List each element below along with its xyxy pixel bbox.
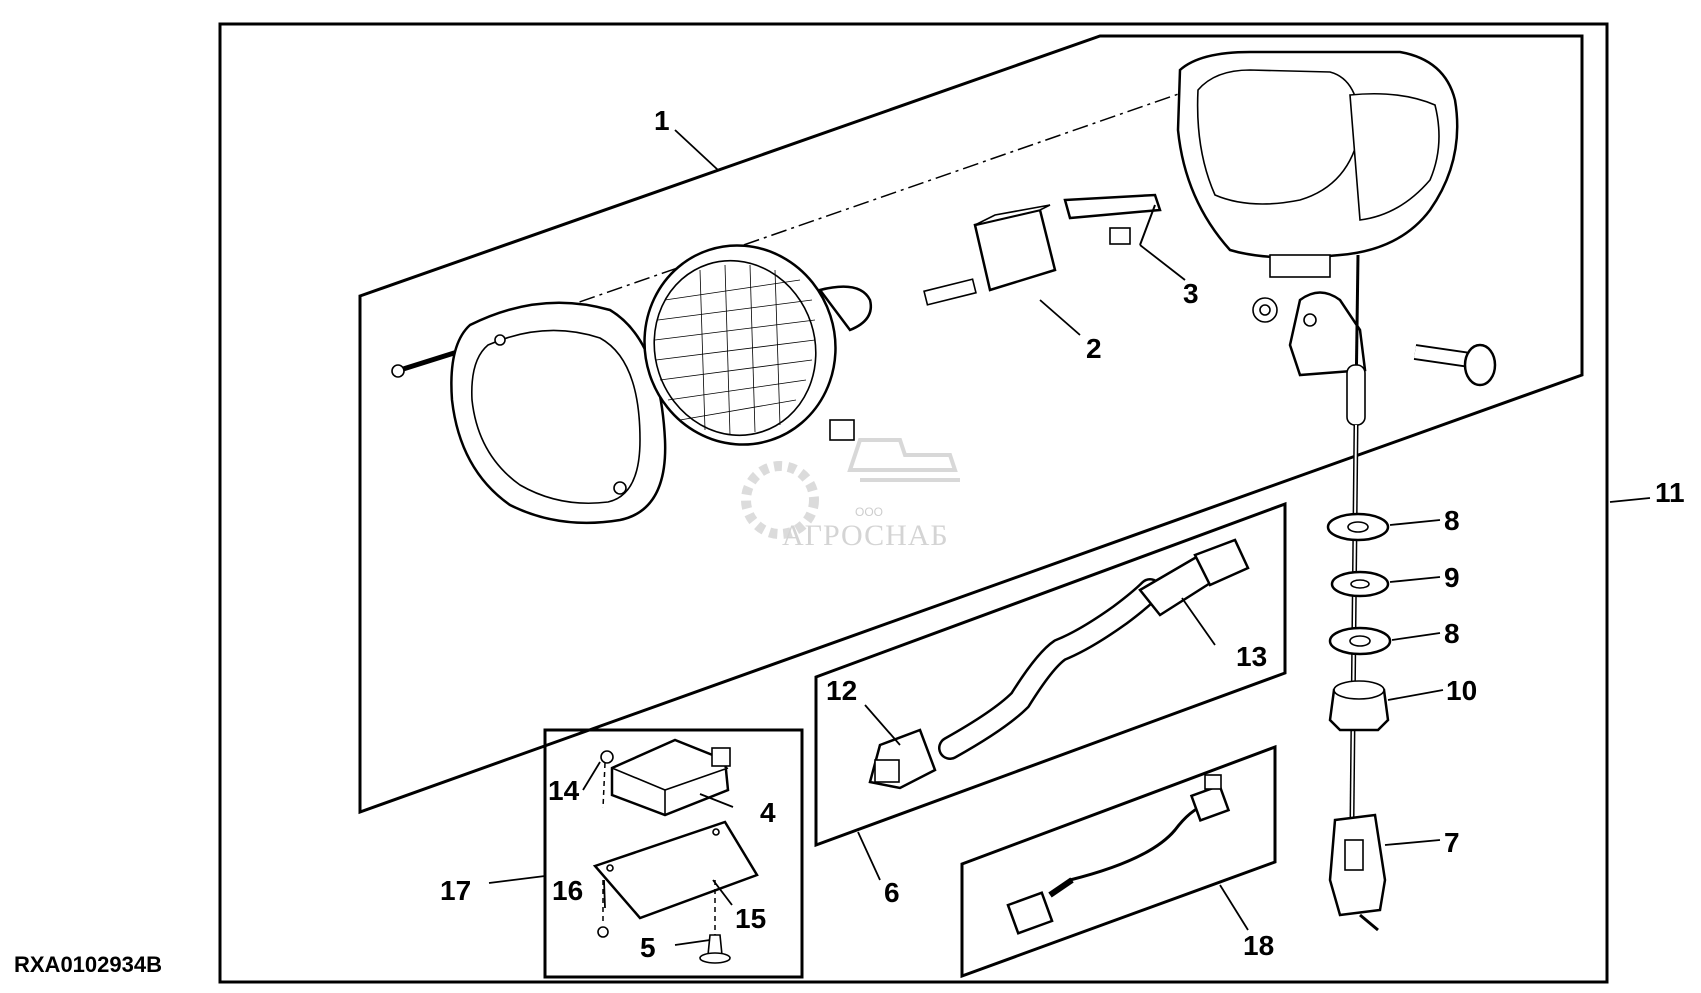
outer-frame: [218, 22, 1609, 984]
callout-18: 18: [1243, 930, 1274, 961]
lamp-kit-panel: [358, 34, 1584, 815]
control-unit-panel: [543, 728, 804, 979]
lock-washer-9: [1330, 570, 1390, 598]
lamp-housing: [1176, 50, 1459, 278]
lamp-cable: [1346, 254, 1366, 821]
callout-15: 15: [735, 903, 766, 934]
bulb: [923, 204, 1057, 306]
mounting-bolt: [1413, 343, 1497, 387]
watermark: ООО АГРОСНАБ: [741, 438, 960, 552]
figure-code: RXA0102934B: [14, 952, 162, 977]
callout-5: 5: [640, 932, 656, 963]
callout-8-lower: 8: [1444, 618, 1460, 649]
lamp-insert: [643, 244, 873, 446]
control-unit-4: [610, 738, 731, 817]
watermark-brand: АГРОСНАБ: [782, 519, 949, 552]
callout-2: 2: [1086, 333, 1102, 364]
callout-13: 13: [1236, 641, 1267, 672]
mounting-clip: [1063, 193, 1162, 246]
watermark-prefix: ООО: [855, 505, 883, 519]
assembly-axis: [469, 89, 1191, 341]
harness-18-panel: [960, 744, 1277, 979]
screw-16: [597, 880, 609, 938]
washer-8-upper: [1326, 512, 1390, 542]
washer-8-lower: [1328, 626, 1392, 656]
gear-icon: [741, 461, 819, 539]
nut-10: [1328, 680, 1390, 732]
connector-7: [1328, 813, 1387, 932]
callout-12: 12: [826, 675, 857, 706]
mounting-plate-15: [592, 820, 759, 920]
harness-6: [868, 538, 1250, 790]
harness-18: [1006, 774, 1231, 935]
callout-1: 1: [654, 105, 670, 136]
callout-4: 4: [760, 797, 776, 828]
callout-3: 3: [1183, 278, 1199, 309]
callout-10: 10: [1446, 675, 1477, 706]
fastener-5: [699, 880, 731, 964]
harness-kit-panel: [814, 501, 1287, 848]
lamp-bezel: [450, 301, 667, 525]
callout-7: 7: [1444, 827, 1460, 858]
mounting-bracket: [1252, 291, 1367, 377]
leader-lines: [488, 129, 1651, 946]
callout-11: 11: [1655, 477, 1685, 508]
screw-14: [600, 750, 614, 809]
callout-6: 6: [884, 877, 900, 908]
callout-8-upper: 8: [1444, 505, 1460, 536]
callout-14: 14: [548, 775, 580, 806]
callout-16: 16: [552, 875, 583, 906]
combine-harvester-icon: [847, 438, 960, 482]
callout-9: 9: [1444, 562, 1460, 593]
callout-17: 17: [440, 875, 471, 906]
